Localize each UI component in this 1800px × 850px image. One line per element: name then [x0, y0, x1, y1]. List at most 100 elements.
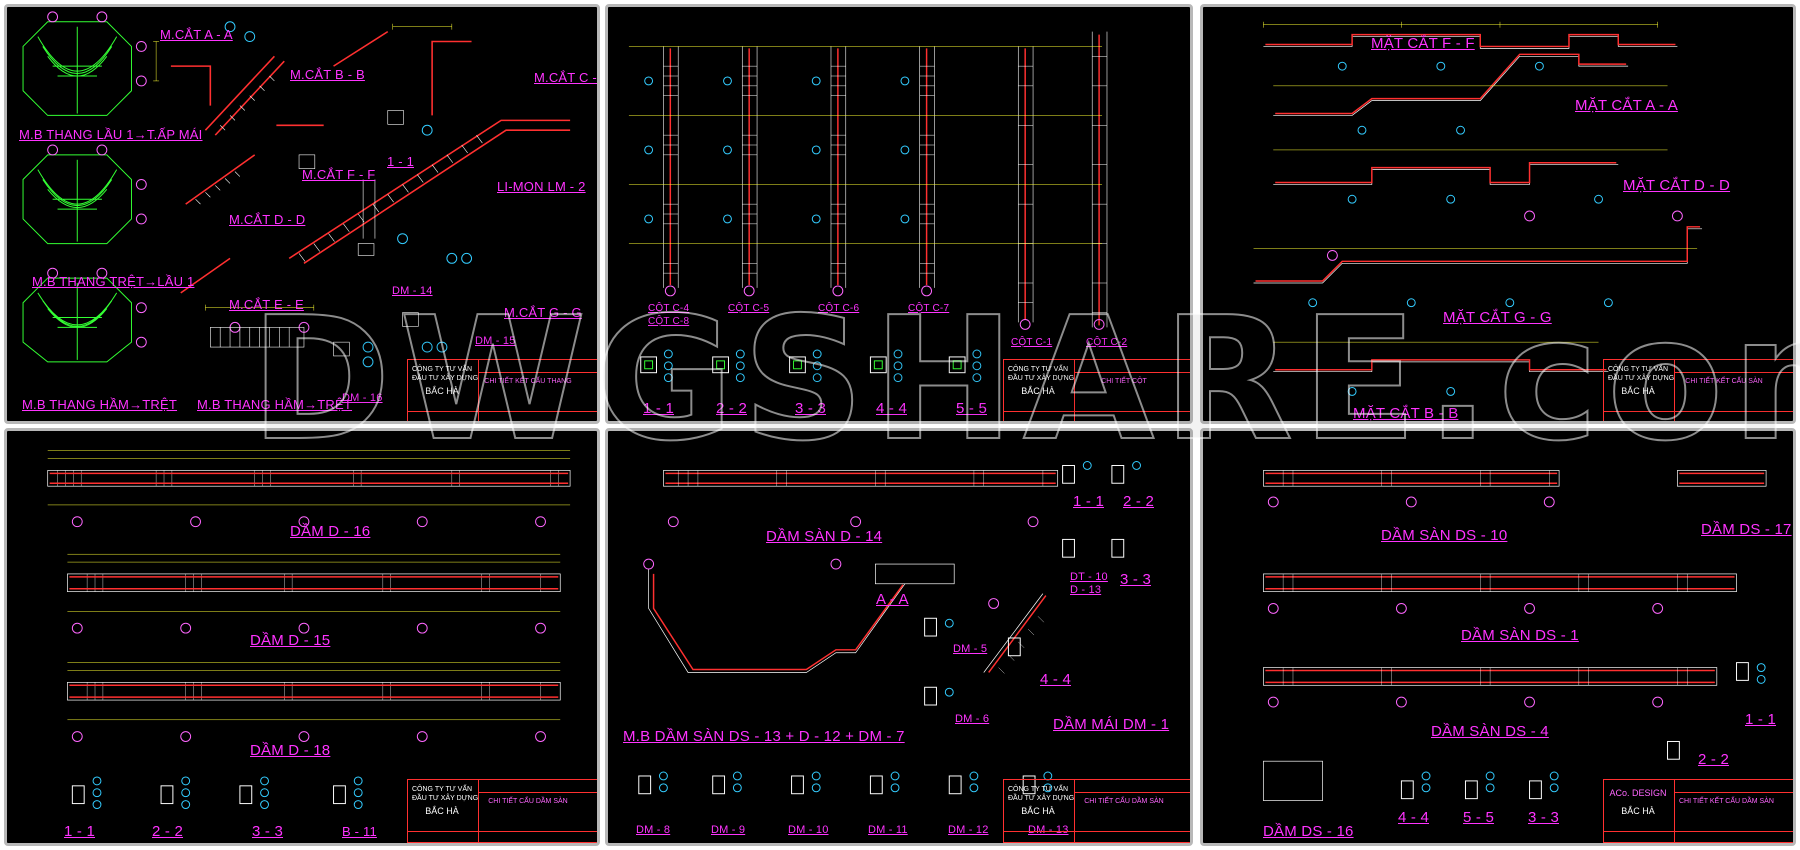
label-sec-3-3: 3 - 3	[252, 823, 284, 840]
label-dam-san-ds10: DẦM SÀN DS - 10	[1381, 527, 1508, 544]
label-d-13: D - 13	[1070, 584, 1102, 596]
slab-rebar	[1255, 33, 1701, 371]
company-name-2: ĐẦU TƯ XÂY DỰNG	[412, 795, 479, 802]
column-grid-bubbles	[664, 285, 1105, 330]
label-cot-c7: CỘT C-7	[908, 303, 950, 314]
level-marks	[628, 46, 1103, 244]
label-sec-4-4: 4 - 4	[1040, 671, 1072, 688]
beam-stirrups	[57, 470, 559, 701]
drawing-sheet-slab-sections[interactable]: MẶT CẮT F - F MẶT CẮT A - A MẶT CẮT D - …	[1200, 4, 1796, 424]
label-dm-16: DM - 16	[342, 392, 383, 404]
beam-grid-bubbles	[1267, 496, 1664, 708]
company-name-3: BẮC HÀ	[1621, 806, 1655, 816]
drawing-title: CHI TIẾT CẤU DẦM SÀN	[1084, 798, 1164, 805]
beam-main-bars	[652, 472, 1056, 673]
label-sec-2-2: 2 - 2	[1698, 751, 1730, 768]
label-dam-san-ds1: DẦM SÀN DS - 1	[1461, 627, 1579, 644]
beam-stirrups	[678, 470, 1045, 674]
slab-callouts	[1308, 61, 1613, 396]
slab-grid-bubbles	[1326, 210, 1683, 261]
label-dm-13: DM - 13	[1028, 824, 1069, 836]
drawing-title: CHI TIẾT CỘT	[1101, 378, 1147, 385]
drawing-sheet-beams-ds[interactable]: DẦM SÀN DS - 10 DẦM DS - 17 DẦM SÀN DS -…	[1200, 428, 1796, 846]
label-sec-4-4: 4 - 4	[1398, 809, 1430, 826]
beam-main-bars	[1265, 472, 1765, 684]
beam-main-bars	[49, 472, 569, 698]
beam-dims	[47, 450, 571, 721]
label-dt-10: DT - 10	[1070, 571, 1108, 583]
titleblock: CÔNG TY TƯ VẤN ĐẦU TƯ XÂY DỰNG BẮC HÀ CH…	[1003, 359, 1190, 421]
label-dm-15: DM - 15	[475, 335, 516, 347]
label-dm-10: DM - 10	[788, 824, 829, 836]
drawing-sheet-slab-beams[interactable]: DẦM SÀN D - 14 1 - 1 2 - 2 DT - 10 D - 1…	[605, 428, 1193, 846]
column-drawing-canvas	[628, 31, 1108, 383]
callout-circles	[224, 21, 473, 368]
label-sec-5-5: 5 - 5	[956, 400, 988, 417]
label-mb-thang-lau1-tap-mai: M.B THANG LẦU 1→T.ẤP MÁI	[19, 127, 203, 142]
drawing-title: CHI TIẾT KẾT CẤU SÀN	[1685, 378, 1763, 385]
beam-d-canvas	[47, 450, 571, 809]
label-sec-1-1: 1 - 1	[64, 823, 96, 840]
slab-beam-canvas	[638, 461, 1141, 795]
label-sec-1-1: 1 - 1	[1073, 493, 1105, 510]
column-main-bars	[669, 34, 1100, 326]
drawing-title: CHI TIẾT CẤU DẦM SÀN	[488, 798, 568, 805]
label-dm-9: DM - 9	[711, 824, 746, 836]
drawing-sheet-columns[interactable]: CỘT C-4 CỘT C-8 CỘT C-5 CỘT C-6 CỘT C-7 …	[605, 4, 1193, 424]
slab-dims	[1253, 21, 1698, 343]
label-mat-cat-g-g: MẶT CẮT G - G	[1443, 309, 1552, 326]
beam-stirrups	[1282, 470, 1688, 686]
label-mcat-a-a: M.CẮT A - A	[160, 27, 233, 42]
label-a-a: A - A	[876, 591, 909, 608]
company-name-1: CÔNG TY TƯ VẤN	[412, 366, 473, 373]
label-mb-thang-ham-tret-2: M.B THANG HẦM→TRỆT	[197, 397, 353, 412]
label-mcat-b-b: M.CẮT B - B	[290, 67, 365, 82]
stair-stirrups	[195, 75, 483, 357]
drawing-sheet-stairs[interactable]: M.B THANG LẦU 1→T.ẤP MÁI M.CẮT A - A M.C…	[4, 4, 600, 424]
label-li-mon-lm-2: LI-MON LM - 2	[497, 179, 586, 194]
label-cot-c4: CỘT C-4	[648, 303, 690, 314]
column-section-details	[640, 349, 982, 383]
stair-section-rebar	[170, 30, 571, 294]
label-cot-c6: CỘT C-6	[818, 303, 860, 314]
label-sec-2-2: 2 - 2	[152, 823, 184, 840]
titleblock: CÔNG TY TƯ VẤN ĐẦU TƯ XÂY DỰNG BẮC HÀ CH…	[407, 779, 597, 843]
label-dam-d16: DẦM D - 16	[290, 523, 371, 540]
company-name-2: ĐẦU TƯ XÂY DỰNG	[1008, 795, 1075, 802]
label-dm-5: DM - 5	[953, 643, 988, 655]
label-sec-1-1: 1 - 1	[1745, 711, 1777, 728]
stair-plan-group	[22, 21, 132, 363]
label-cot-c5: CỘT C-5	[728, 303, 770, 314]
beam-section-details	[71, 776, 363, 809]
label-sec-1-1: 1 - 1	[643, 400, 675, 417]
beam-grid-bubbles	[71, 516, 546, 742]
company-name-2: ĐẦU TƯ XÂY DỰNG	[412, 375, 479, 382]
company-name-1: CÔNG TY TƯ VẤN	[1008, 366, 1069, 373]
drawing-sheet-beams-d[interactable]: DẦM D - 16 DẦM D - 15 DẦM D - 18 1 - 1 2…	[4, 428, 600, 846]
label-dm-6: DM - 6	[955, 713, 990, 725]
label-sec-2-2: 2 - 2	[1123, 493, 1155, 510]
company-name-1: CÔNG TY TƯ VẤN	[1608, 366, 1669, 373]
label-dm-11: DM - 11	[868, 824, 908, 836]
label-dm-8: DM - 8	[636, 824, 671, 836]
label-b-11: B - 11	[342, 824, 377, 839]
titleblock: CÔNG TY TƯ VẤN ĐẦU TƯ XÂY DỰNG BẮC HÀ CH…	[407, 359, 597, 421]
label-mcat-g-g: M.CẮT G - G	[504, 305, 582, 320]
label-sec-5-5: 5 - 5	[1463, 809, 1495, 826]
label-mat-cat-f-f: MẶT CẮT F - F	[1371, 35, 1475, 52]
company-name-1: CÔNG TY TƯ VẤN	[1008, 786, 1069, 793]
label-mb-thang-ham-tret: M.B THANG HẦM→TRỆT	[22, 397, 178, 412]
label-sec-3-3: 3 - 3	[1120, 571, 1152, 588]
company-name-3: BẮC HÀ	[1621, 386, 1655, 396]
label-mcat-d-d: M.CẮT D - D	[229, 212, 306, 227]
label-mat-cat-d-d: MẶT CẮT D - D	[1623, 177, 1731, 194]
label-mcat-e-e: M.CẮT E - E	[229, 297, 304, 312]
label-dam-san-ds4: DẦM SÀN DS - 4	[1431, 723, 1549, 740]
label-sec-3-3: 3 - 3	[1528, 809, 1560, 826]
label-cot-c2: CỘT C-2	[1086, 337, 1128, 348]
titleblock: ACo. DESIGN BẮC HÀ CHI TIẾT KẾT CẤU DẦM …	[1603, 779, 1793, 843]
label-mat-cat-a-a: MẶT CẮT A - A	[1575, 97, 1678, 114]
label-sec-4-4: 4 - 4	[876, 400, 908, 417]
titleblock: CÔNG TY TƯ VẤN ĐẦU TƯ XÂY DỰNG BẮC HÀ CH…	[1003, 779, 1190, 843]
beam-ds-canvas	[1263, 470, 1767, 801]
